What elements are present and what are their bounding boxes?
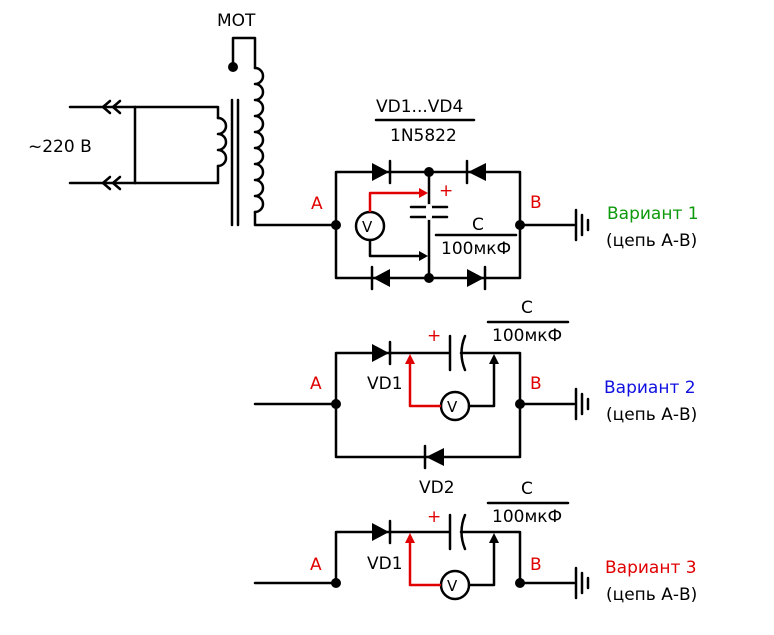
diode-vd3 [373, 269, 390, 287]
diode-vd2 [468, 163, 486, 181]
variant1-circuit-label: (цепь А-В) [606, 231, 697, 251]
v3-cap-value: 100мкФ [492, 507, 562, 527]
diode-vd1 [372, 163, 389, 181]
v3-node-a: A [310, 555, 322, 575]
v2-node-a: A [310, 374, 322, 394]
v2-diode-vd1 [372, 344, 389, 362]
v3-voltmeter-label: V [447, 577, 458, 595]
mains-voltage-label: ~220 В [28, 137, 92, 157]
v2-voltmeter-label: V [447, 398, 458, 416]
v2-vd1-label: VD1 [367, 374, 403, 394]
diode-vd4 [467, 269, 484, 287]
v2-cap-name: C [521, 298, 533, 318]
v2-plus: + [427, 326, 441, 346]
variant1-label: Вариант 1 [607, 204, 699, 224]
v3-node-b: B [530, 555, 542, 575]
v3-vd1-label: VD1 [367, 554, 403, 574]
v2-diode-vd2 [426, 448, 444, 466]
v2-cap-value: 100мкФ [492, 326, 562, 346]
v3-diode-vd1 [372, 523, 389, 541]
v3-plus: + [427, 507, 441, 527]
variant1-circuit [331, 159, 590, 291]
diodes-part: 1N5822 [390, 126, 457, 146]
variant2-label: Вариант 2 [604, 378, 696, 398]
v2-vd2-label: VD2 [419, 478, 455, 498]
v1-node-b: B [530, 193, 542, 213]
v1-cap-value: 100мкФ [441, 239, 511, 259]
variant2-circuit-label: (цепь А-В) [606, 405, 697, 425]
v1-voltmeter-label: V [362, 218, 373, 236]
variant3-circuit-label: (цепь А-В) [606, 585, 697, 605]
mot-label: MOT [217, 11, 256, 31]
diodes-title: VD1...VD4 [376, 97, 463, 117]
v1-node-a: A [311, 194, 323, 214]
transformer [68, 36, 338, 227]
v2-node-b: B [530, 374, 542, 394]
variant3-label: Вариант 3 [605, 558, 697, 578]
variant3-circuit [253, 501, 590, 601]
variant2-circuit [253, 320, 590, 470]
v1-plus: + [439, 181, 453, 201]
v3-cap-name: C [521, 479, 533, 499]
v1-cap-name: C [472, 215, 484, 235]
